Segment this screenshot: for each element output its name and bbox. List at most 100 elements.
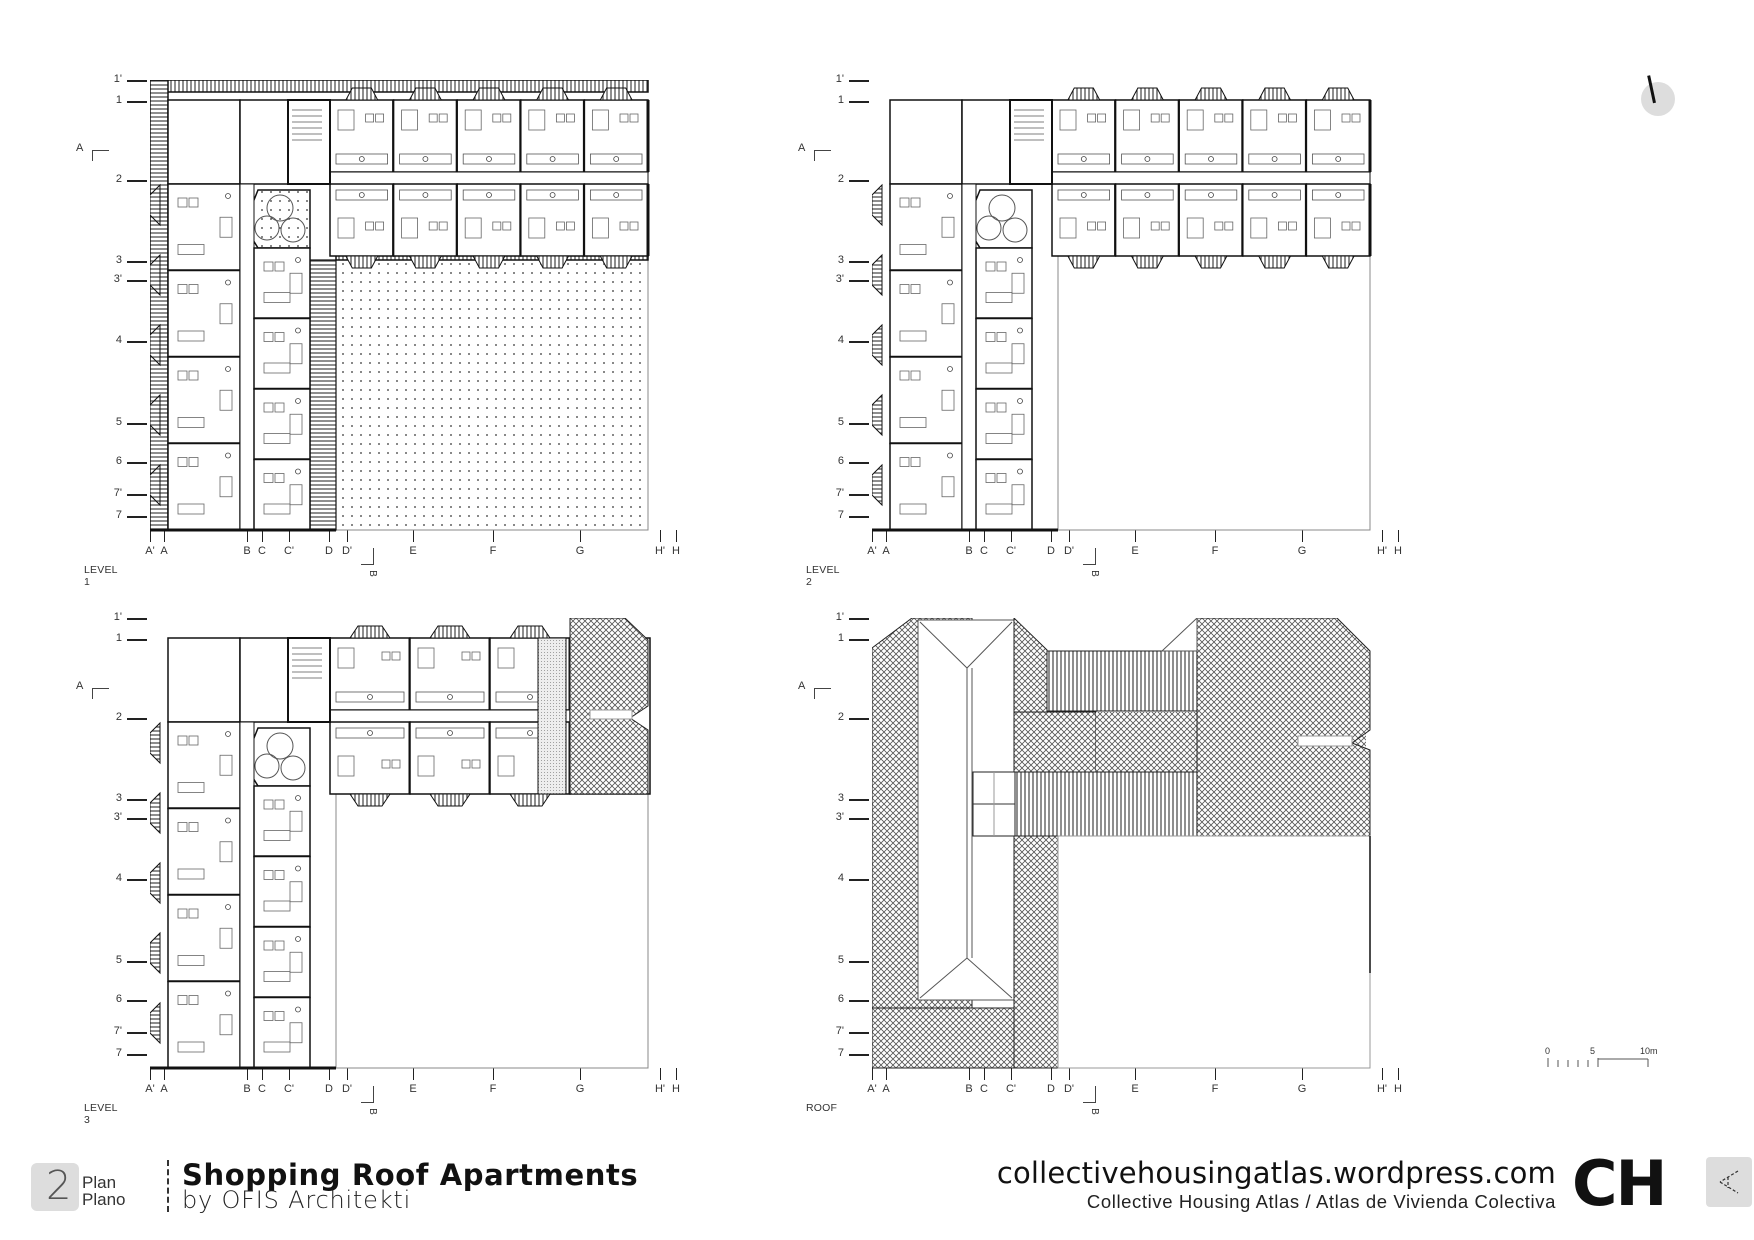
- grid-row-tick: [127, 799, 147, 801]
- grid-row-label: 7': [113, 1025, 122, 1037]
- grid-row-tick: [849, 180, 869, 182]
- grid-col-tick: [872, 1068, 873, 1080]
- grid-row-label: 5: [837, 954, 844, 966]
- grid-row-label: 1: [837, 632, 844, 644]
- grid-col-label: G: [1297, 545, 1307, 557]
- grid-row-label: 3: [837, 254, 844, 266]
- grid-row-label: 1': [113, 73, 122, 85]
- grid-col-tick: [1398, 1068, 1399, 1080]
- grid-col-label: A': [145, 545, 155, 557]
- grid-col-tick: [1302, 530, 1303, 542]
- section-a-marker: [92, 688, 109, 699]
- grid-col-tick: [1011, 1068, 1012, 1080]
- grid-row-label: 1': [835, 611, 844, 623]
- grid-col-label: D': [1063, 545, 1075, 557]
- grid-col-label: F: [489, 545, 497, 557]
- grid-row-tick: [127, 1054, 147, 1056]
- grid-row-label: 6: [837, 455, 844, 467]
- section-a-label: A: [76, 680, 84, 692]
- grid-row-tick: [849, 261, 869, 263]
- grid-col-label: C': [1005, 545, 1017, 557]
- grid-col-label: B: [965, 1083, 973, 1095]
- grid-col-tick: [329, 1068, 330, 1080]
- grid-col-tick: [1382, 530, 1383, 542]
- ch-logo: CH: [1572, 1147, 1667, 1220]
- grid-row-tick: [849, 423, 869, 425]
- triangle-dashed-icon: [1706, 1157, 1752, 1207]
- section-a-marker: [814, 150, 831, 161]
- grid-col-tick: [676, 1068, 677, 1080]
- section-a-label: A: [76, 142, 84, 154]
- grid-row-label: 3: [115, 254, 122, 266]
- grid-col-tick: [1135, 1068, 1136, 1080]
- grid-col-label: C: [980, 1083, 988, 1095]
- grid-row-tick: [127, 639, 147, 641]
- grid-col-tick: [660, 1068, 661, 1080]
- section-a-label: A: [798, 142, 806, 154]
- section-b-marker: [361, 548, 374, 565]
- grid-col-label: A': [867, 545, 877, 557]
- grid-col-tick: [150, 530, 151, 542]
- grid-col-label: B: [243, 545, 251, 557]
- grid-row-label: 3: [115, 792, 122, 804]
- sheet-number: 2: [46, 1163, 72, 1209]
- plan-drawing-level1: [150, 80, 650, 532]
- grid-col-label: E: [1131, 545, 1139, 557]
- grid-col-label: C': [283, 545, 295, 557]
- grid-col-label: H': [1376, 545, 1388, 557]
- grid-col-tick: [969, 530, 970, 542]
- grid-col-label: E: [409, 1083, 417, 1095]
- grid-row-tick: [127, 101, 147, 103]
- grid-col-tick: [413, 530, 414, 542]
- grid-row-label: 1': [835, 73, 844, 85]
- grid-row-tick: [127, 818, 147, 820]
- website-link[interactable]: collectivehousingatlas.wordpress.com: [996, 1156, 1556, 1190]
- grid-col-tick: [247, 530, 248, 542]
- grid-row-tick: [849, 280, 869, 282]
- grid-col-label: G: [575, 1083, 585, 1095]
- grid-col-tick: [872, 530, 873, 542]
- grid-col-tick: [660, 530, 661, 542]
- grid-row-tick: [849, 494, 869, 496]
- grid-row-label: 1: [837, 94, 844, 106]
- plan-drawing-roof: [872, 618, 1371, 1069]
- grid-col-label: B: [243, 1083, 251, 1095]
- grid-col-label: D: [325, 545, 333, 557]
- grid-row-tick: [849, 1054, 869, 1056]
- grid-row-label: 6: [115, 455, 122, 467]
- grid-row-tick: [127, 261, 147, 263]
- grid-col-tick: [289, 1068, 290, 1080]
- grid-col-tick: [1069, 1068, 1070, 1080]
- grid-col-label: C: [258, 1083, 266, 1095]
- grid-row-tick: [849, 80, 869, 82]
- grid-col-tick: [969, 1068, 970, 1080]
- section-b-label: B: [366, 1108, 378, 1115]
- grid-col-tick: [347, 1068, 348, 1080]
- grid-col-label: H': [654, 545, 666, 557]
- grid-row-tick: [127, 516, 147, 518]
- grid-col-label: A: [160, 1083, 168, 1095]
- grid-col-label: D': [341, 1083, 353, 1095]
- sheet-type-en: Plan: [82, 1173, 117, 1192]
- grid-row-tick: [127, 961, 147, 963]
- grid-row-tick: [849, 799, 869, 801]
- grid-col-tick: [580, 530, 581, 542]
- grid-col-label: A: [882, 1083, 890, 1095]
- grid-col-tick: [886, 1068, 887, 1080]
- grid-row-label: 4: [115, 872, 122, 884]
- grid-col-tick: [1051, 530, 1052, 542]
- grid-col-label: B: [965, 545, 973, 557]
- grid-row-label: 4: [837, 334, 844, 346]
- grid-col-label: D': [1063, 1083, 1075, 1095]
- grid-col-label: D': [341, 545, 353, 557]
- project-author: by OFIS Architekti: [182, 1186, 412, 1214]
- grid-row-tick: [849, 639, 869, 641]
- section-b-marker: [361, 1086, 374, 1103]
- grid-row-label: 3': [835, 811, 844, 823]
- grid-row-tick: [849, 879, 869, 881]
- grid-row-label: 3: [837, 792, 844, 804]
- grid-col-label: H: [672, 545, 680, 557]
- grid-row-tick: [127, 462, 147, 464]
- grid-row-label: 1': [113, 611, 122, 623]
- sheet-number-badge: [31, 1163, 79, 1211]
